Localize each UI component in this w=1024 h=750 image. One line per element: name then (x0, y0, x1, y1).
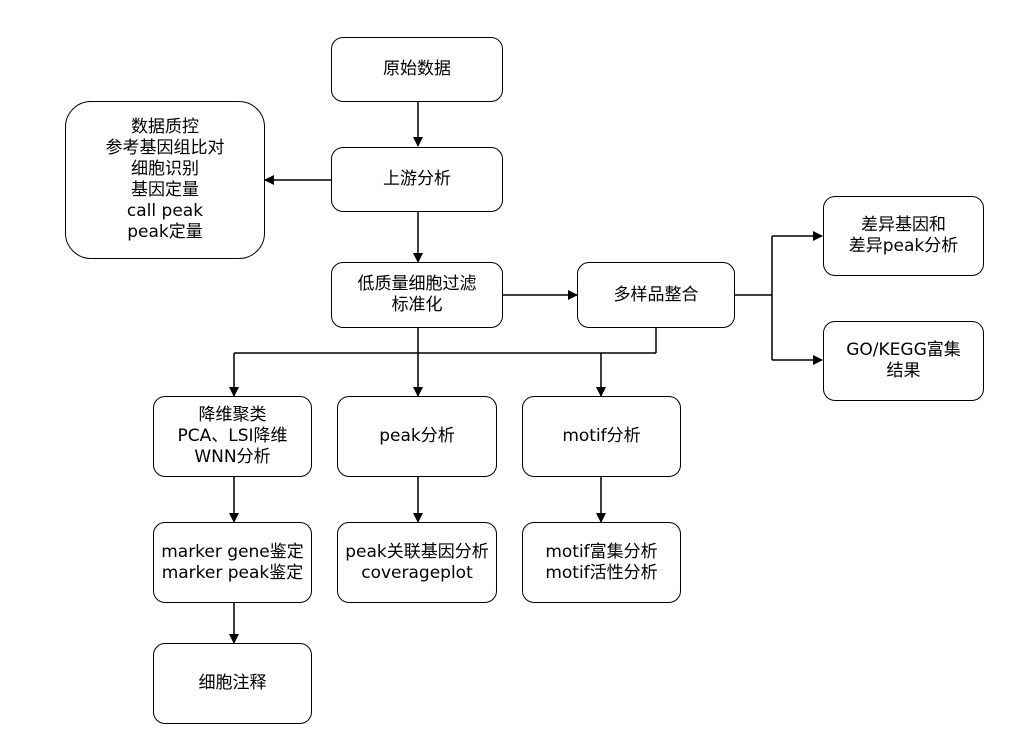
node-differential-analysis-line-2: 差异peak分析 (848, 236, 959, 256)
node-go-kegg-enrichment: GO/KEGG富集 结果 (823, 321, 984, 401)
node-differential-analysis: 差异基因和 差异peak分析 (823, 196, 984, 276)
node-multi-sample-integration-line-1: 多样品整合 (613, 284, 699, 305)
node-raw-data: 原始数据 (331, 37, 503, 102)
node-upstream-detail-line-5: call peak (126, 201, 204, 221)
node-differential-analysis-line-1: 差异基因和 (861, 215, 946, 235)
node-filter-normalize-line-1: 低质量细胞过滤 (357, 274, 477, 294)
node-dimension-reduction: 降维聚类 PCA、LSI降维 WNN分析 (153, 396, 312, 477)
node-filter-normalize: 低质量细胞过滤 标准化 (331, 262, 503, 328)
node-upstream-detail-line-4: 基因定量 (131, 180, 199, 200)
node-dimension-reduction-line-2: PCA、LSI降维 (177, 426, 288, 446)
node-dimension-reduction-line-3: WNN分析 (194, 447, 271, 467)
node-upstream-analysis-line-1: 上游分析 (383, 169, 451, 189)
node-marker-identification-line-2: marker peak鉴定 (161, 562, 304, 583)
node-upstream-detail-line-6: peak定量 (127, 222, 203, 242)
node-upstream-detail: 数据质控 参考基因组比对 细胞识别 基因定量 call peak peak定量 (65, 101, 265, 259)
node-motif-enrichment-line-1: motif富集分析 (545, 541, 658, 562)
node-cell-annotation-line-1: 细胞注释 (198, 673, 267, 693)
node-motif-analysis: motif分析 (522, 396, 681, 477)
node-peak-association-line-1: peak关联基因分析 (345, 541, 489, 562)
node-motif-enrichment: motif富集分析 motif活性分析 (522, 522, 681, 603)
node-multi-sample-integration: 多样品整合 (577, 262, 735, 328)
node-go-kegg-enrichment-line-2: 结果 (886, 361, 921, 381)
node-go-kegg-enrichment-line-1: GO/KEGG富集 (846, 340, 961, 360)
node-upstream-detail-line-1: 数据质控 (131, 117, 199, 137)
node-dimension-reduction-line-1: 降维聚类 (198, 405, 267, 425)
node-marker-identification: marker gene鉴定 marker peak鉴定 (153, 522, 312, 603)
node-peak-analysis: peak分析 (337, 396, 497, 477)
node-upstream-detail-line-2: 参考基因组比对 (105, 138, 225, 158)
node-motif-analysis-line-1: motif分析 (562, 426, 641, 446)
node-peak-association-line-2: coverageplot (361, 562, 473, 583)
node-peak-analysis-line-1: peak分析 (379, 426, 455, 446)
node-filter-normalize-line-2: 标准化 (391, 295, 443, 315)
node-peak-association: peak关联基因分析 coverageplot (337, 522, 497, 603)
node-raw-data-line-1: 原始数据 (383, 59, 451, 79)
node-upstream-detail-line-3: 细胞识别 (131, 159, 199, 179)
node-marker-identification-line-1: marker gene鉴定 (161, 541, 304, 562)
node-motif-enrichment-line-2: motif活性分析 (545, 562, 658, 583)
node-upstream-analysis: 上游分析 (331, 147, 503, 212)
node-cell-annotation: 细胞注释 (153, 643, 312, 724)
